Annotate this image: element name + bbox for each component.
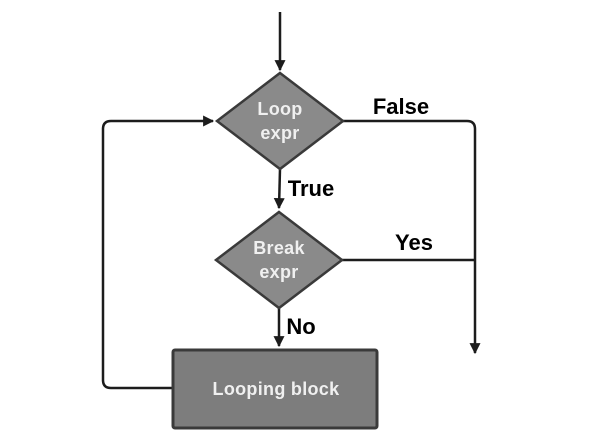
loop-expr-label-line2: expr [260,123,299,143]
false-edge [343,119,481,355]
looping-block-label: Looping block [213,379,341,399]
true-edge [273,168,285,210]
loop-expr-decision [214,71,346,171]
yes-edge-label: Yes [395,230,433,255]
looping-block-process [171,348,379,430]
loopback-edge [101,115,215,390]
loop-expr-label-line1: Loop [257,99,302,119]
false-edge-label: False [373,94,429,119]
break-expr-label-line2: expr [259,262,298,282]
break-expr-label-line1: Break [253,238,305,258]
no-edge-label: No [286,314,315,339]
break-expr-decision [213,210,345,310]
true-edge-label: True [288,176,334,201]
